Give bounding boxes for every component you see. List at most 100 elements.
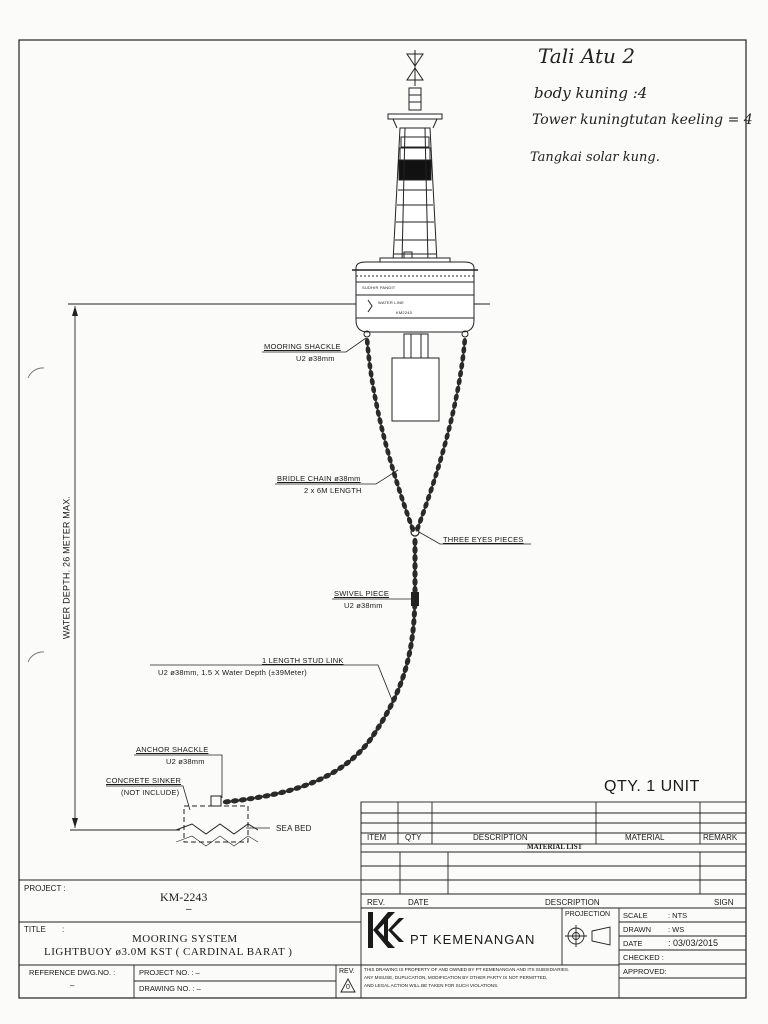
chain-link: [365, 345, 371, 354]
mooring-shackle-label: MOORING SHACKLE: [264, 342, 341, 351]
topmark-icon: [406, 50, 424, 86]
binder-hole-mark: [27, 367, 45, 379]
chain-link: [450, 409, 456, 417]
chain-link: [364, 337, 370, 346]
chain-link: [412, 553, 418, 563]
chain-link: [379, 716, 386, 725]
chain-link: [442, 440, 448, 448]
anchor-shackle-label: ANCHOR SHACKLE: [136, 745, 209, 754]
reference-label: REFERENCE DWG.NO. :: [29, 968, 116, 977]
buoy-text-1: SUDHIR PANDIT: [362, 285, 396, 290]
swivel-spec: U2 ø38mm: [344, 601, 383, 610]
chain-link: [394, 687, 401, 696]
project-value: KM-2243: [160, 890, 208, 904]
rev-col-rev: REV.: [367, 898, 385, 907]
kk-logo-icon: [368, 912, 404, 948]
chain-link: [270, 791, 279, 797]
chain-link: [367, 361, 373, 370]
chain-link: [404, 509, 410, 517]
chain-link: [301, 782, 310, 789]
chain-link: [397, 680, 404, 689]
chain-link: [330, 768, 338, 776]
drawn-label: DRAWN: [623, 925, 652, 934]
title-line-2: LIGHTBUOY ø3.0M KST ( CARDINAL BARAT ): [44, 946, 293, 958]
chain-link: [285, 787, 294, 794]
drawing-border: [18, 39, 747, 999]
chain-link: [396, 486, 402, 495]
rev-value: 0: [346, 984, 350, 991]
date-value: : 03/03/2015: [668, 938, 719, 948]
project-no: PROJECT NO. : –: [139, 968, 200, 977]
buoy-text-2: WATER LINE: [378, 300, 405, 305]
disclaimer-line-2: ANY MISUSE, DUPLICATION, MODIFICATION BY…: [364, 975, 548, 980]
drawing-no: DRAWING NO. : –: [139, 984, 201, 993]
checked-label: CHECKED :: [623, 953, 664, 962]
buoy-text-3: KM2243: [396, 310, 413, 315]
chain-link: [383, 709, 390, 718]
chain-link: [308, 779, 317, 786]
binder-hole-mark: [27, 651, 45, 663]
chain-link: [417, 516, 424, 524]
rev-label: REV.: [339, 968, 355, 975]
drawn-value: : WS: [668, 925, 685, 934]
projection-symbol-icon: [565, 925, 611, 947]
col-item: ITEM: [367, 833, 387, 842]
chain-link: [433, 470, 439, 479]
chain-link: [460, 353, 466, 362]
chain-link: [412, 545, 418, 555]
chain-link: [337, 764, 345, 771]
chain-link: [412, 537, 418, 547]
concrete-sinker: [175, 795, 259, 847]
chain-link: [402, 665, 409, 674]
concrete-sinker-spec: (NOT INCLUDE): [121, 788, 180, 797]
chain-link: [230, 798, 240, 804]
leader-lines: [106, 337, 531, 829]
chain-link: [293, 785, 302, 791]
chain-link: [409, 524, 415, 532]
scale-label: SCALE: [623, 911, 648, 920]
col-remark: REMARK: [703, 833, 738, 842]
chain-link: [446, 424, 452, 433]
chain-link: [435, 463, 441, 471]
chain-link: [448, 416, 454, 425]
chain-link: [385, 448, 391, 456]
three-eyes-label: THREE EYES PIECES: [443, 535, 524, 544]
col-material: MATERIAL: [625, 833, 665, 842]
chain-link: [349, 754, 358, 762]
chain-link: [412, 561, 418, 571]
chain-link: [411, 609, 417, 619]
chain-link: [278, 789, 287, 796]
chain-link: [372, 393, 378, 402]
rev-col-sign: SIGN: [714, 898, 734, 907]
chain-link: [455, 385, 461, 394]
chain-link: [379, 424, 385, 433]
chain-link: [411, 617, 417, 627]
handwritten-note-solar: Tangkai solar kung.: [530, 150, 660, 165]
water-depth-dimension: [72, 306, 78, 828]
bridle-chain-label: BRIDLE CHAIN ø38mm: [277, 474, 361, 483]
projection-label: PROJECTION: [565, 911, 611, 918]
chain-links: [222, 337, 468, 805]
chain-link: [444, 432, 450, 441]
water-depth-label: WATER DEPTH. 26 METER MAX.: [61, 495, 72, 640]
chain-link: [391, 695, 398, 703]
chain-link: [355, 748, 363, 756]
chain-link: [315, 776, 324, 783]
stud-link-label: 1 LENGTH STUD LINK: [262, 656, 344, 665]
chain-link: [387, 702, 394, 711]
chain-link: [456, 377, 462, 386]
chain-link: [461, 345, 467, 354]
rev-col-description: DESCRIPTION: [545, 898, 600, 907]
chain-link: [343, 759, 352, 767]
approved-label: APPROVED:: [623, 967, 667, 976]
chain-link: [222, 799, 232, 805]
title-label: TITLE: [24, 925, 46, 934]
disclaimer-line-1: THIS DRAWING IS PROPERTY OF AND OWNED BY…: [364, 967, 570, 972]
material-list-caption: MATERIAL LIST: [527, 843, 583, 851]
chain-link: [408, 641, 414, 650]
project-label: PROJECT :: [24, 884, 66, 893]
mooring-shackle-spec: U2 ø38mm: [296, 354, 335, 363]
chain-link: [238, 797, 248, 803]
chain-link: [383, 440, 389, 449]
